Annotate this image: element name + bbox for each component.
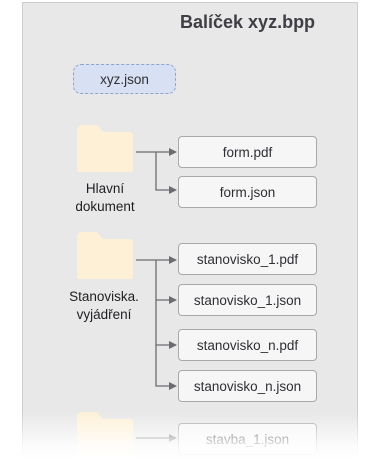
- file-node: stanovisko_n.pdf: [178, 329, 317, 361]
- folder-icon: [77, 412, 133, 459]
- folder-label-line1: Hlavní: [85, 181, 125, 196]
- folder-icon: [77, 125, 133, 172]
- connector-stanovisko-n-json: [155, 345, 177, 390]
- folder-label-main: Hlavní dokument: [64, 180, 146, 216]
- folder-label-opinions: Stanoviska. vyjádření: [56, 288, 152, 324]
- file-node: stanovisko_1.pdf: [178, 243, 317, 275]
- folder-icon: [77, 232, 133, 279]
- connector-form-json: [155, 152, 177, 194]
- file-node: stavba_1.json: [178, 423, 317, 455]
- file-node: stanovisko_1.json: [178, 284, 317, 316]
- file-node: form.pdf: [178, 136, 317, 168]
- root-file-node: xyz.json: [73, 64, 176, 94]
- file-node: form.json: [178, 176, 317, 208]
- connector-stanovisko-n-pdf: [155, 300, 177, 349]
- file-node: stanovisko_n.json: [178, 370, 317, 402]
- folder-label-line2: vyjádření: [76, 307, 132, 322]
- folder-label-line2: dokument: [75, 199, 135, 214]
- diagram-title: Balíček xyz.bpp: [180, 12, 316, 32]
- folder-label-line1: Stanoviska.: [69, 289, 139, 304]
- connector-stanovisko-1-json: [155, 260, 177, 304]
